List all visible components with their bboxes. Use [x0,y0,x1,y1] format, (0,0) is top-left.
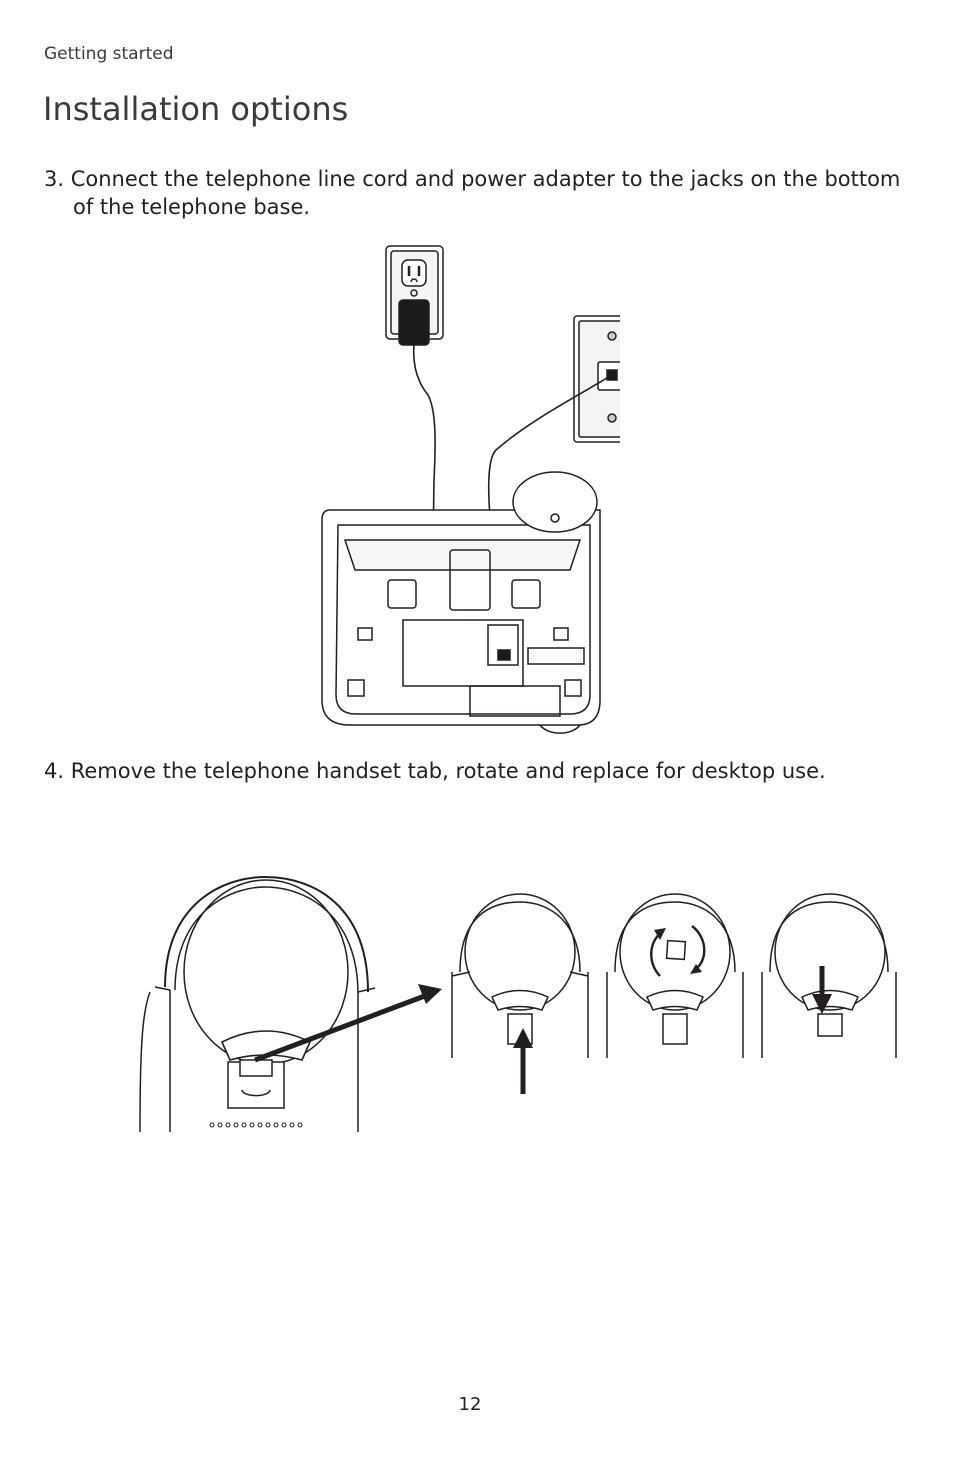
handset-tab-figure [139,875,897,1133]
handset-cradle-icon [451,893,589,1058]
step-number: 4. [44,759,65,783]
step-4: 4. Remove the telephone handset tab, rot… [44,757,924,785]
arrow-icon [513,1028,533,1094]
step-3: 3. Connect the telephone line cord and p… [44,165,904,221]
arrow-icon [812,966,832,1014]
page-number: 12 [458,1394,482,1415]
base-installation-figure [321,245,620,734]
handset-cradle-icon [761,893,897,1058]
step-number: 3. [44,167,65,191]
section-label: Getting started [44,44,174,64]
rotate-arrows-icon [650,925,706,977]
telephone-base-icon [321,471,601,734]
step-text: Connect the telephone line cord and powe… [70,167,901,191]
arrow-icon [254,984,442,1063]
telephone-wall-jack-icon [487,315,620,629]
handset-cradle-icon [606,893,744,1058]
step-text: Remove the telephone handset tab, rotate… [70,759,826,783]
step-text-continued: of the telephone base. [73,195,311,219]
handset-cradle-icon [139,875,376,1133]
page-title: Installation options [43,90,349,128]
